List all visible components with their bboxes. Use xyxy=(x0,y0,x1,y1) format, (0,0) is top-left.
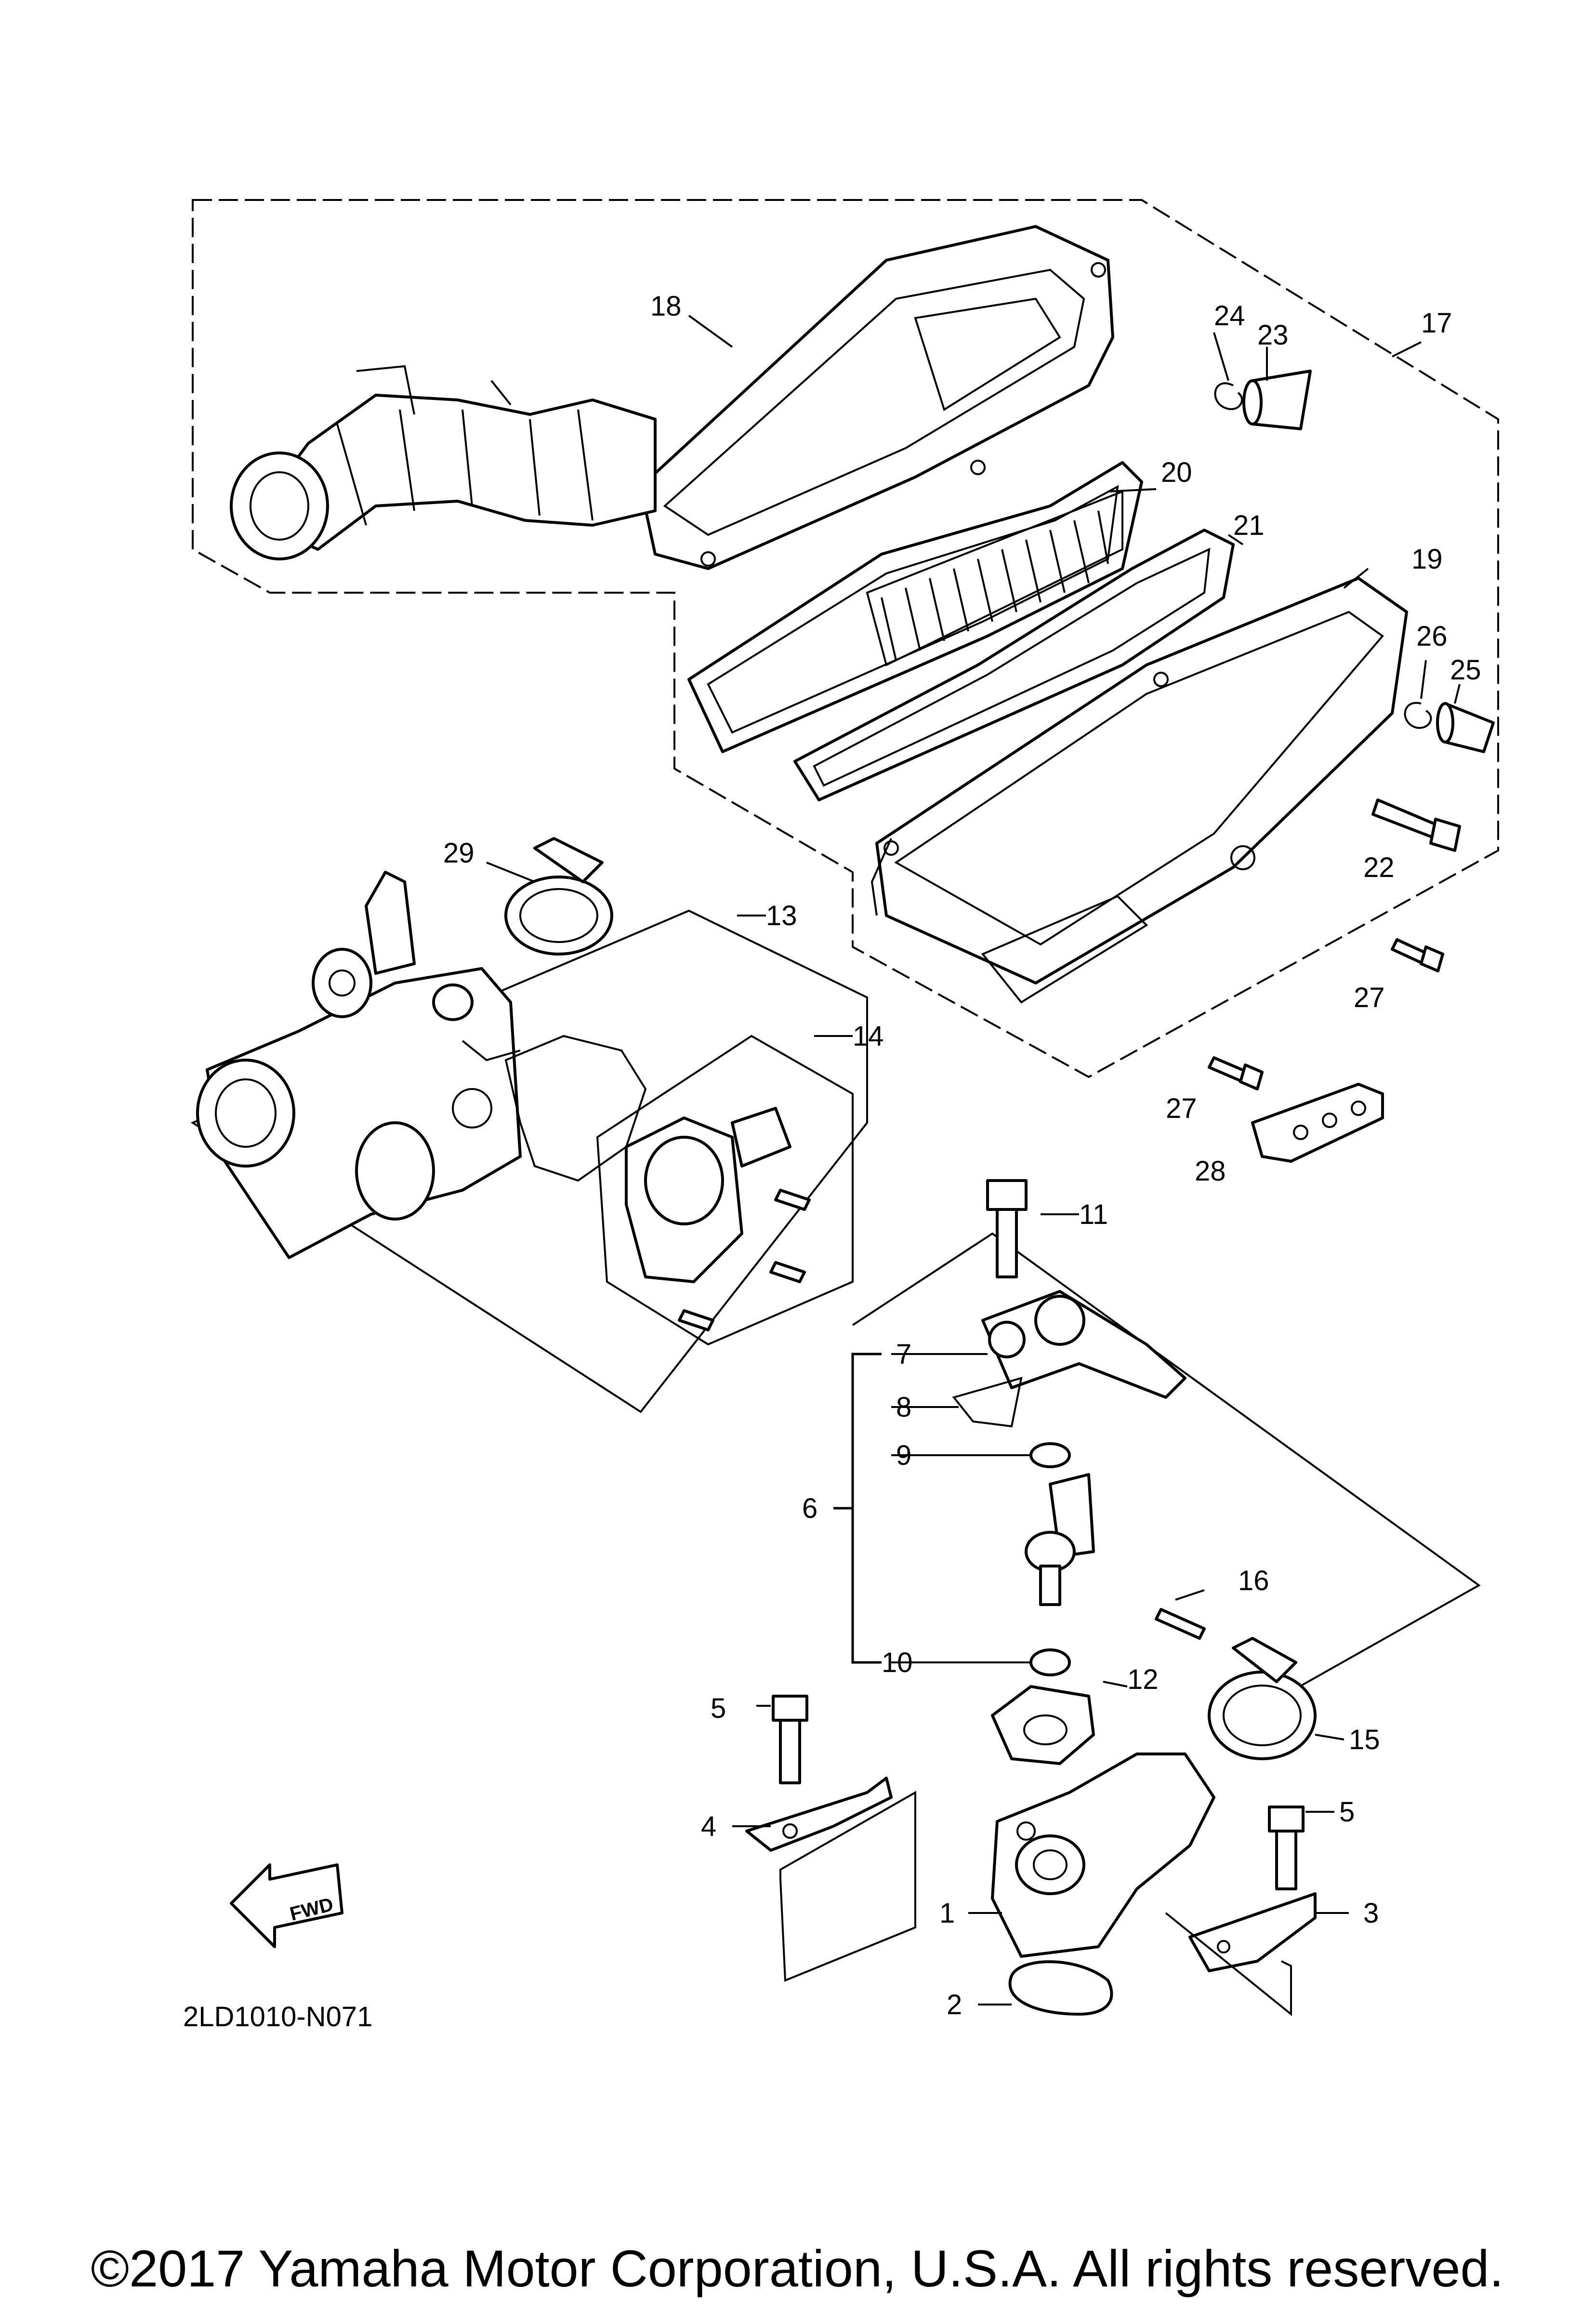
callout-22: 22 xyxy=(1363,852,1395,883)
group-bracket-6 xyxy=(833,1353,882,1664)
callout-25: 25 xyxy=(1450,654,1481,686)
callout-7: 7 xyxy=(896,1339,911,1370)
o-ring-2 xyxy=(1008,1960,1113,2016)
bracket-4 xyxy=(745,1777,893,1852)
fwd-arrow-icon: FWD xyxy=(230,1863,343,1948)
callout-17: 17 xyxy=(1421,307,1452,339)
callout-20: 20 xyxy=(1161,457,1192,488)
insulator-12 xyxy=(991,1685,1095,1765)
case-cap xyxy=(870,577,1408,1004)
callout-12: 12 xyxy=(1127,1664,1159,1695)
pin-16 xyxy=(1155,1608,1206,1640)
fuel-injector xyxy=(1025,1473,1095,1606)
callout-27b: 27 xyxy=(1166,1093,1197,1124)
clip-24 xyxy=(1214,382,1243,411)
copyright-notice: ©2017 Yamaha Motor Corporation, U.S.A. A… xyxy=(91,2239,1504,2297)
tps-screws xyxy=(678,1189,811,1331)
throttle-clamp-29 xyxy=(504,837,613,956)
bolt-5-right xyxy=(1268,1806,1305,1890)
callout-28: 28 xyxy=(1195,1155,1226,1187)
callout-leaders xyxy=(486,315,1461,2005)
callout-21: 21 xyxy=(1233,510,1265,541)
air-cleaner-assembly-boundary xyxy=(192,199,1499,1078)
bracket-3 xyxy=(1188,1892,1317,1972)
callout-8: 8 xyxy=(896,1392,911,1423)
callout-24: 24 xyxy=(1214,300,1245,332)
plug-23 xyxy=(1242,370,1312,430)
callout-23: 23 xyxy=(1257,319,1289,351)
callout-4: 4 xyxy=(701,1811,716,1842)
callout-9: 9 xyxy=(896,1440,911,1471)
callout-numbers: 1 2 3 4 5 5 6 7 8 9 10 11 12 13 14 15 16… xyxy=(443,291,1481,2020)
case-gasket xyxy=(793,529,1235,801)
callout-18: 18 xyxy=(650,291,682,322)
callout-2: 2 xyxy=(947,1989,962,2020)
clamp-15 xyxy=(1208,1637,1317,1760)
callout-27a: 27 xyxy=(1354,982,1385,1013)
air-cleaner-case xyxy=(639,225,1114,570)
air-filter-element xyxy=(687,461,1143,753)
callout-14: 14 xyxy=(853,1021,884,1052)
callout-6: 6 xyxy=(802,1493,817,1524)
callout-16: 16 xyxy=(1238,1565,1269,1596)
bolt-5-left xyxy=(772,1695,808,1784)
bolt-27-upper xyxy=(1391,938,1444,972)
callout-26: 26 xyxy=(1416,621,1448,652)
throttle-body-boundary xyxy=(190,909,868,1413)
plug-25 xyxy=(1436,702,1495,753)
bolt-27-lower xyxy=(1208,1056,1264,1090)
callout-1: 1 xyxy=(939,1898,955,1929)
callout-15: 15 xyxy=(1349,1724,1380,1755)
throttle-position-sensor xyxy=(625,1107,791,1283)
intake-duct xyxy=(230,365,657,560)
delivery-pipe xyxy=(981,1290,1186,1399)
callout-5b: 5 xyxy=(1339,1796,1355,1828)
callout-10: 10 xyxy=(882,1647,913,1678)
bolt-22 xyxy=(1371,798,1461,852)
tps-boundary-14 xyxy=(596,1035,854,1346)
throttle-body xyxy=(196,871,522,1259)
callout-19: 19 xyxy=(1411,544,1443,575)
callout-29: 29 xyxy=(443,837,475,869)
clip-8 xyxy=(952,1377,1023,1428)
throttle-gasket xyxy=(504,1035,647,1182)
injector-group-boundary xyxy=(852,1232,1481,1692)
callout-11: 11 xyxy=(1079,1199,1108,1230)
clip-26 xyxy=(1404,702,1432,729)
callout-13: 13 xyxy=(766,900,797,931)
callout-5a: 5 xyxy=(711,1693,726,1724)
o-ring-9 xyxy=(1029,1442,1071,1468)
callout-3: 3 xyxy=(1363,1898,1379,1929)
diagram-code: 2LD1010-N071 xyxy=(183,2001,372,2032)
joint-1 xyxy=(991,1753,1215,1958)
bolt-11 xyxy=(986,1179,1028,1278)
o-ring-10 xyxy=(1029,1648,1071,1676)
assembly-leader-lines xyxy=(779,1791,1292,2017)
damper-28 xyxy=(1251,1083,1384,1163)
